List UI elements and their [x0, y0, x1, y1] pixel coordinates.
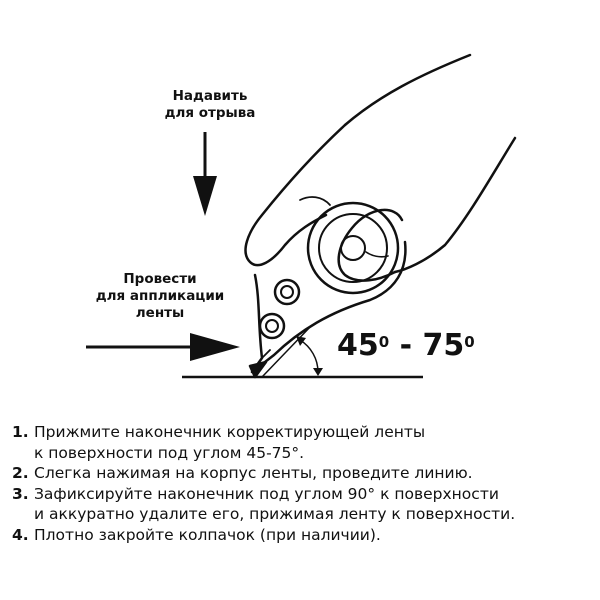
instruction-item: 2. Слегка нажимая на корпус ленты, прове…	[12, 463, 597, 484]
instruction-number: 3.	[12, 484, 29, 503]
angle-arc-icon	[261, 324, 323, 378]
press-label-line1: Надавить	[172, 88, 248, 104]
angle-label: 450 - 750	[337, 329, 475, 363]
instruction-line: и аккуратно удалите его, прижимая ленту …	[34, 505, 516, 523]
instruction-item: 3. Зафиксируйте наконечник под углом 90°…	[12, 484, 597, 525]
instruction-number: 2.	[12, 464, 29, 482]
instruction-line: Прижмите наконечник корректирующей ленты	[34, 423, 426, 441]
press-label-line2: для отрыва	[164, 105, 256, 121]
angle-from: 45	[337, 328, 379, 363]
apply-arrow-icon	[86, 333, 240, 361]
press-label: Надавить для отрыва	[150, 88, 270, 122]
instruction-item: 4. Плотно закройте колпачок (при наличии…	[12, 525, 597, 546]
apply-label-line2: для аппликации	[95, 288, 225, 304]
press-arrow-icon	[193, 132, 217, 216]
angle-to: 75	[422, 328, 465, 363]
instruction-number: 4.	[12, 525, 29, 544]
instruction-list: 1. Прижмите наконечник корректирующей ле…	[12, 422, 597, 545]
instruction-number: 1.	[12, 423, 29, 441]
hand-with-tape-icon	[244, 53, 517, 379]
apply-label-line1: Провести	[123, 271, 197, 287]
instruction-line: Зафиксируйте наконечник под углом 90° к …	[34, 484, 499, 503]
instruction-line: Слегка нажимая на корпус ленты, проведит…	[34, 464, 473, 482]
instruction-line: Плотно закройте колпачок (при наличии).	[34, 525, 381, 544]
apply-label: Провести для аппликации ленты	[70, 271, 250, 322]
angle-from-degree: 0	[378, 333, 390, 351]
instruction-item: 1. Прижмите наконечник корректирующей ле…	[12, 422, 597, 463]
apply-label-line3: ленты	[135, 305, 185, 321]
angle-separator: -	[389, 328, 423, 363]
instruction-line: к поверхности под углом 45-75°.	[34, 443, 305, 462]
usage-illustration	[86, 53, 517, 379]
angle-to-degree: 0	[464, 333, 475, 351]
